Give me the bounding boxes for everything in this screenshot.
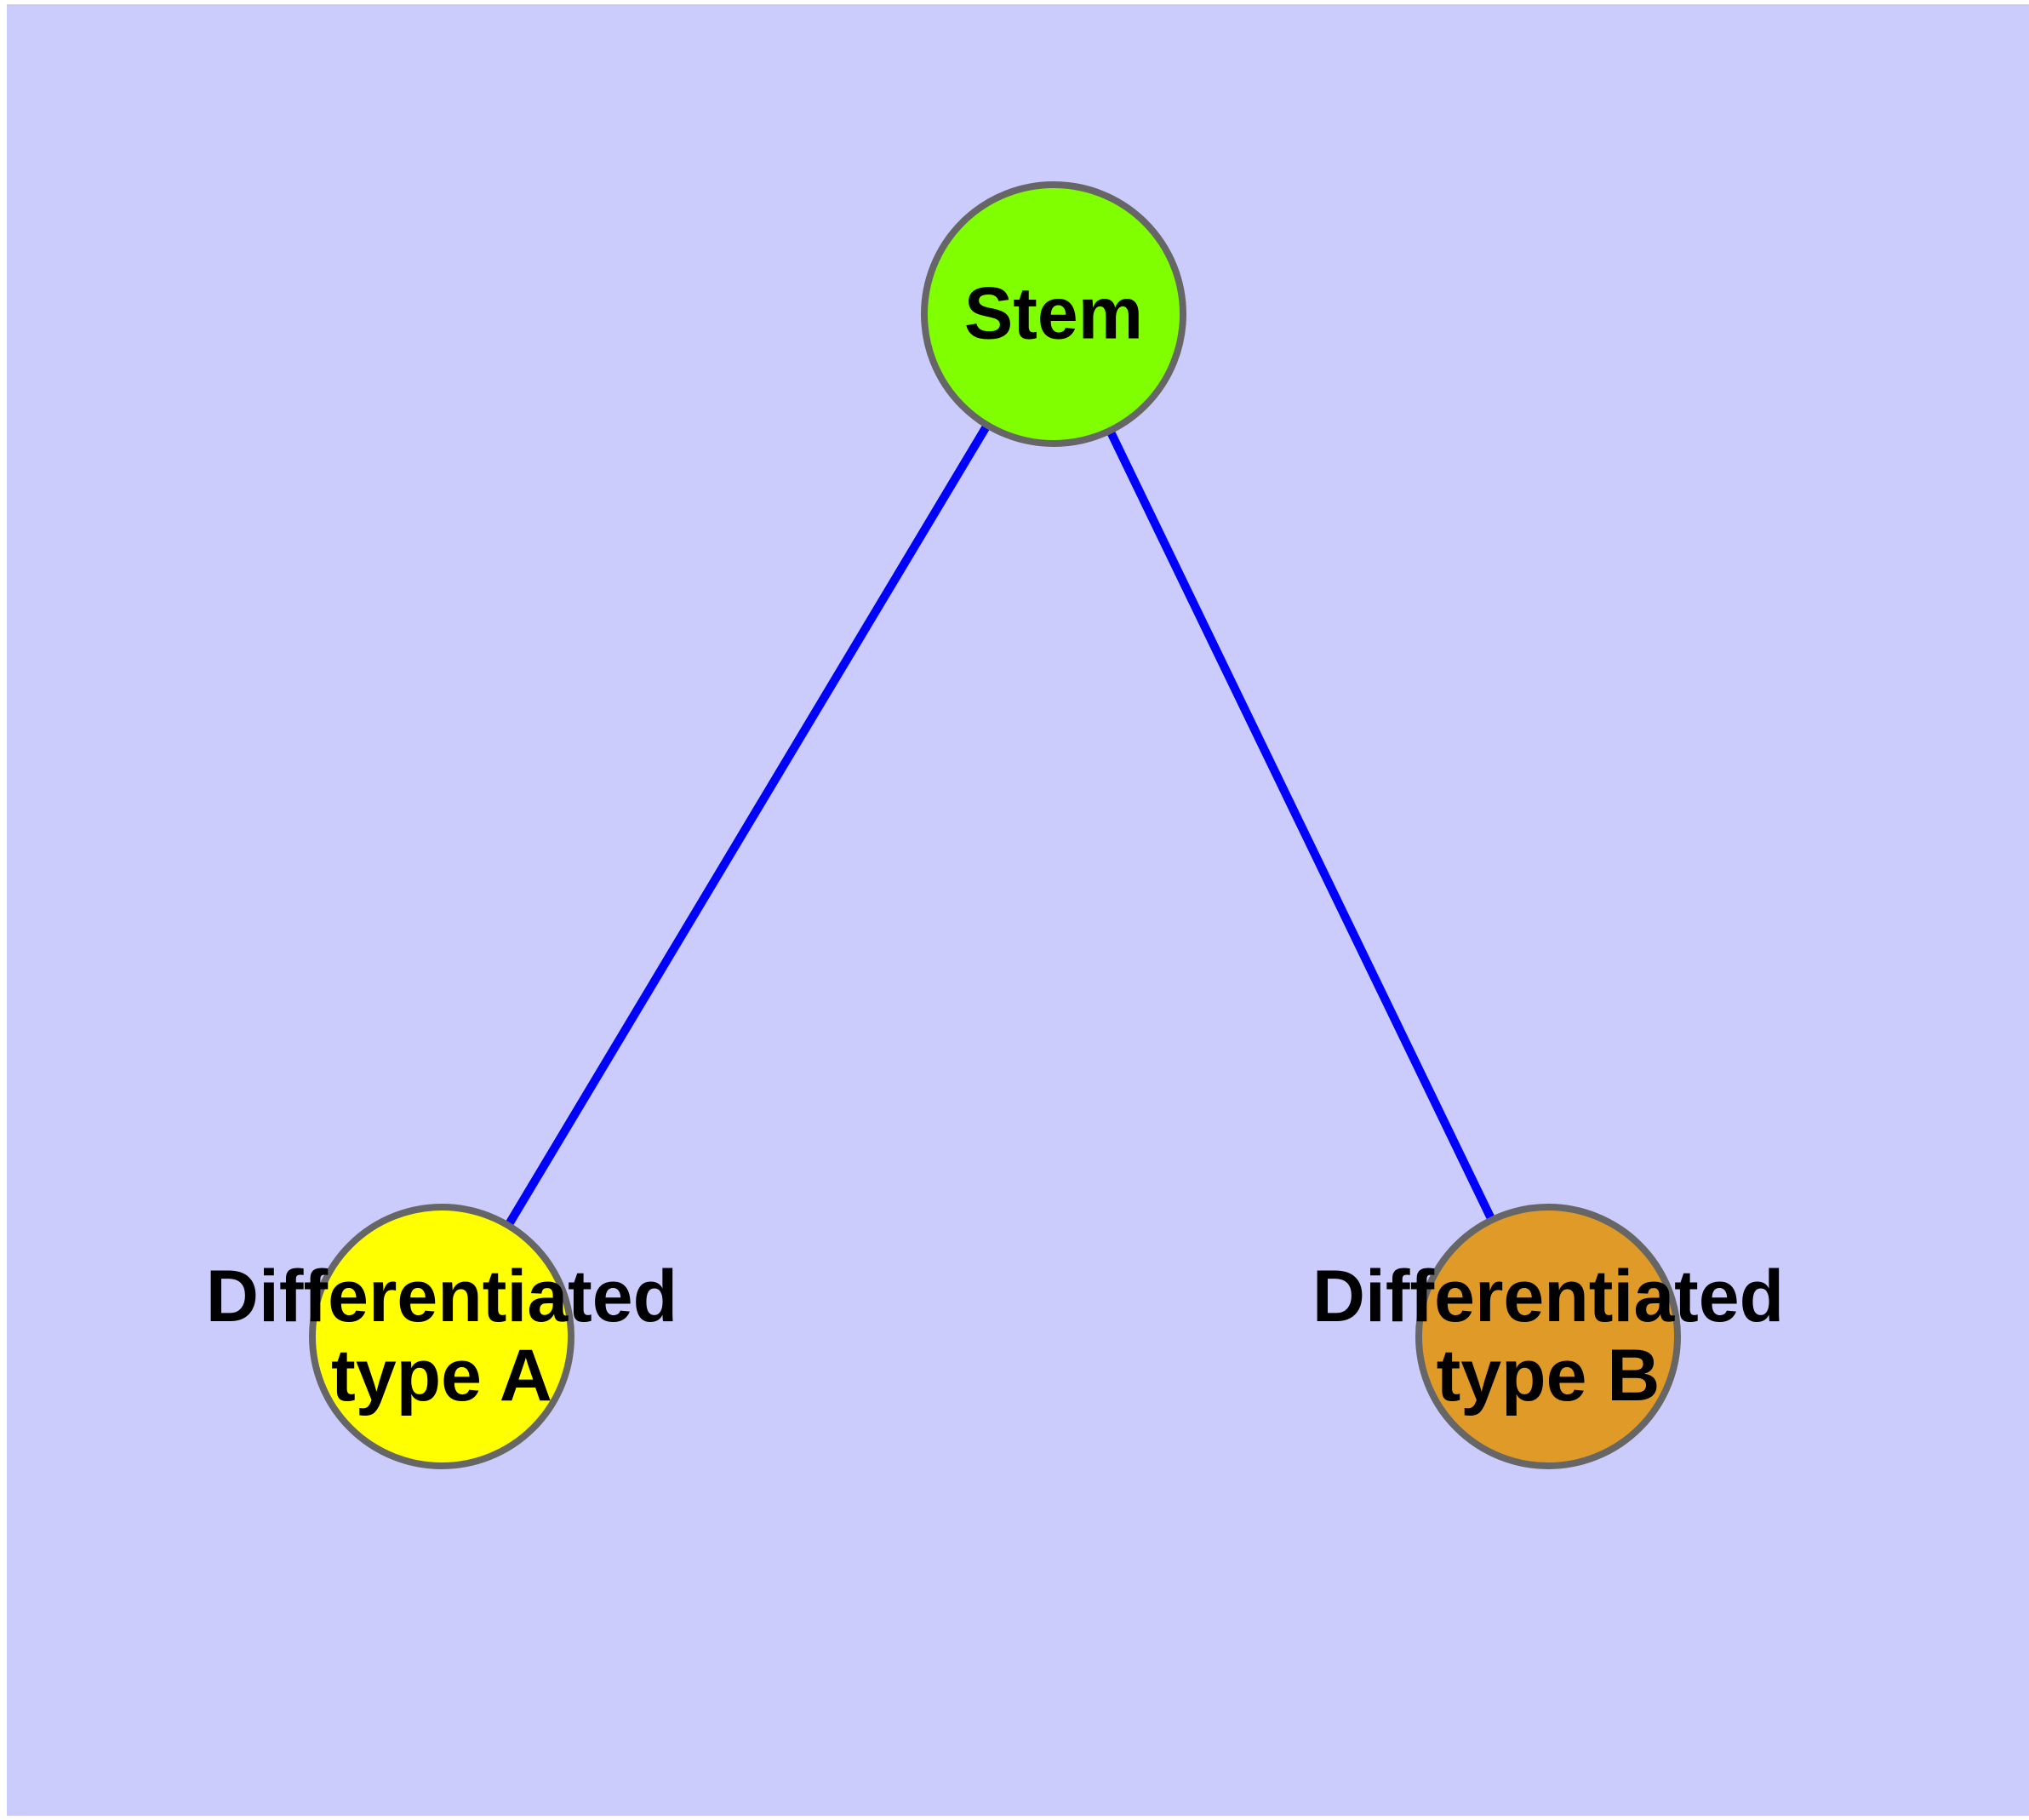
- node-differentiated-type-a[interactable]: [309, 1204, 574, 1469]
- node-stem[interactable]: [921, 181, 1186, 447]
- nodes-layer: [309, 181, 1681, 1469]
- graph-svg: [309, 181, 1681, 1469]
- edge-stem-to-differentiated-type-b[interactable]: [1049, 312, 1552, 1339]
- node-differentiated-type-b[interactable]: [1415, 1204, 1681, 1469]
- edges-layer: [437, 312, 1552, 1339]
- edge-stem-to-differentiated-type-a[interactable]: [437, 312, 1058, 1339]
- graph-plot-area: Stem Differentiated type A Differentiate…: [7, 4, 2029, 1816]
